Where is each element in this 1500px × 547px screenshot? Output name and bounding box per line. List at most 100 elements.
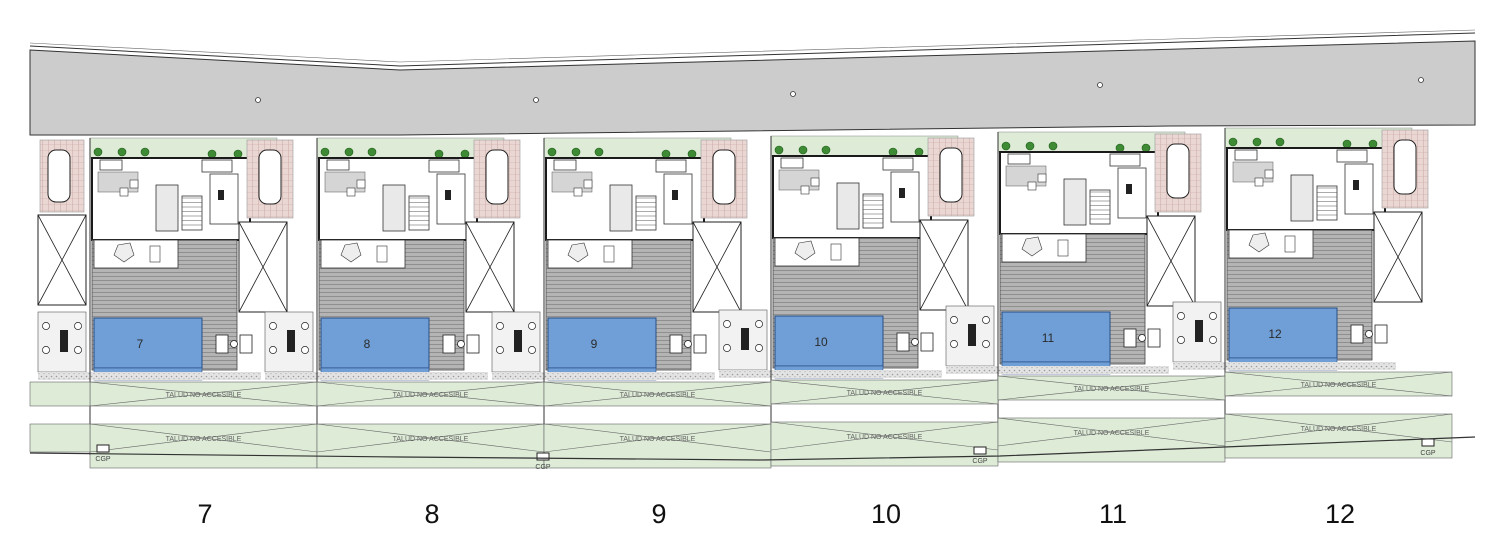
bathroom-icon: [655, 159, 687, 173]
kitchen-icon: [209, 173, 239, 225]
plant-icon: [117, 147, 127, 157]
sunbed-icon: [215, 334, 229, 354]
house-plot-9: 9: [491, 137, 748, 455]
slope-label: TALUD NO ACCESIBLE: [1074, 386, 1150, 393]
slope-label: TALUD NO ACCESIBLE: [393, 392, 469, 399]
table-icon: [113, 242, 135, 263]
slope-label: TALUD NO ACCESIBLE: [1301, 382, 1377, 389]
survey-marker-icon: [1418, 77, 1424, 83]
pool-number: 10: [814, 335, 828, 349]
pool-12: [1228, 307, 1338, 359]
plant-icon: [1177, 336, 1185, 344]
slope-plot-12: TALUD NO ACCESIBLE TALUD NO ACCESIBLE: [1224, 371, 1453, 459]
pool-number: 12: [1268, 327, 1282, 341]
pool-number: 7: [137, 337, 144, 351]
dining-table-icon: [382, 184, 406, 232]
survey-marker-icon: [255, 97, 261, 103]
table-icon: [376, 245, 388, 263]
sunbed-icon: [1147, 328, 1161, 348]
plant-icon: [460, 149, 470, 159]
houses-row: 7 8 9 10 11 12: [37, 127, 1429, 455]
plant-icon: [982, 340, 990, 348]
cgp-box: [1421, 438, 1435, 447]
slope-label: TALUD NO ACCESIBLE: [166, 436, 242, 443]
plant-icon: [1209, 312, 1217, 320]
plant-icon: [74, 322, 82, 330]
slope-area: [770, 421, 999, 467]
plant-icon: [320, 147, 330, 157]
pool-number: 8: [364, 337, 371, 351]
plot-number-11: 11: [1098, 499, 1128, 529]
survey-marker-icon: [1097, 82, 1103, 88]
plant-icon: [1368, 139, 1378, 149]
table-icon: [149, 245, 161, 263]
sunbed-icon: [1374, 324, 1388, 344]
house-plot-11: 11: [945, 131, 1202, 449]
car-icon: [485, 149, 509, 205]
plot-number-7: 7: [197, 499, 213, 529]
slope-label: TALUD NO ACCESIBLE: [847, 434, 923, 441]
plant-icon: [888, 147, 898, 157]
plant-icon: [140, 147, 150, 157]
plant-icon: [661, 149, 671, 159]
gravel-strip: [38, 372, 261, 380]
porch-furniture: [1228, 229, 1314, 259]
bed-icon: [99, 159, 123, 171]
plant-icon: [723, 320, 731, 328]
plant-icon: [1048, 141, 1058, 151]
plant-icon: [233, 149, 243, 159]
slopes: TALUD NO ACCESIBLE TALUD NO ACCESIBLE TALU…: [29, 77, 1453, 471]
bbq-icon: [287, 330, 295, 352]
porch-furniture: [1001, 233, 1087, 263]
plant-icon: [269, 322, 277, 330]
stairs-icon: [635, 195, 657, 231]
plant-icon: [798, 145, 808, 155]
pool-9: [547, 317, 657, 369]
table-icon: [794, 240, 816, 261]
plant-icon: [1001, 141, 1011, 151]
plant-icon: [687, 149, 697, 159]
cgp-box: [536, 452, 550, 461]
sunbed-icon: [669, 334, 683, 354]
slope-label: TALUD NO ACCESIBLE: [620, 392, 696, 399]
dining-table-icon: [836, 182, 860, 230]
plant-icon: [755, 320, 763, 328]
plant-icon: [950, 340, 958, 348]
sunbed-icon: [896, 332, 910, 352]
plant-icon: [723, 344, 731, 352]
house-plot-12: 12: [1172, 127, 1429, 445]
cgp-box: [973, 446, 987, 455]
slope-label: TALUD NO ACCESIBLE: [1074, 430, 1150, 437]
stairs-icon: [1089, 189, 1111, 225]
plant-icon: [207, 149, 217, 159]
plant-icon: [269, 346, 277, 354]
slope-plot-11: TALUD NO ACCESIBLE TALUD NO ACCESIBLE: [997, 375, 1226, 463]
plant-icon: [547, 147, 557, 157]
slope-area: [1224, 413, 1453, 459]
bathroom-icon: [428, 159, 460, 173]
gravel-strip: [265, 372, 488, 380]
slope-label: TALUD NO ACCESIBLE: [1301, 426, 1377, 433]
plot-number-9: 9: [651, 499, 667, 529]
sunbed-icon: [920, 332, 934, 352]
cgp-label: CGP: [95, 456, 111, 463]
stairs-icon: [1316, 185, 1338, 221]
bbq-icon: [741, 328, 749, 350]
plant-icon: [42, 346, 50, 354]
slope-area: [543, 423, 772, 469]
gravel-strip: [719, 370, 942, 378]
plant-icon: [821, 145, 831, 155]
plant-icon: [1228, 137, 1238, 147]
plant-icon: [301, 322, 309, 330]
car-icon: [1393, 139, 1417, 195]
pool-8: [320, 317, 430, 369]
table-icon: [567, 242, 589, 263]
slope-area: [29, 423, 91, 453]
stairs-icon: [408, 195, 430, 231]
slope-area: [89, 423, 318, 469]
table-icon: [1248, 232, 1270, 253]
car-icon: [1166, 143, 1190, 199]
plant-icon: [528, 322, 536, 330]
